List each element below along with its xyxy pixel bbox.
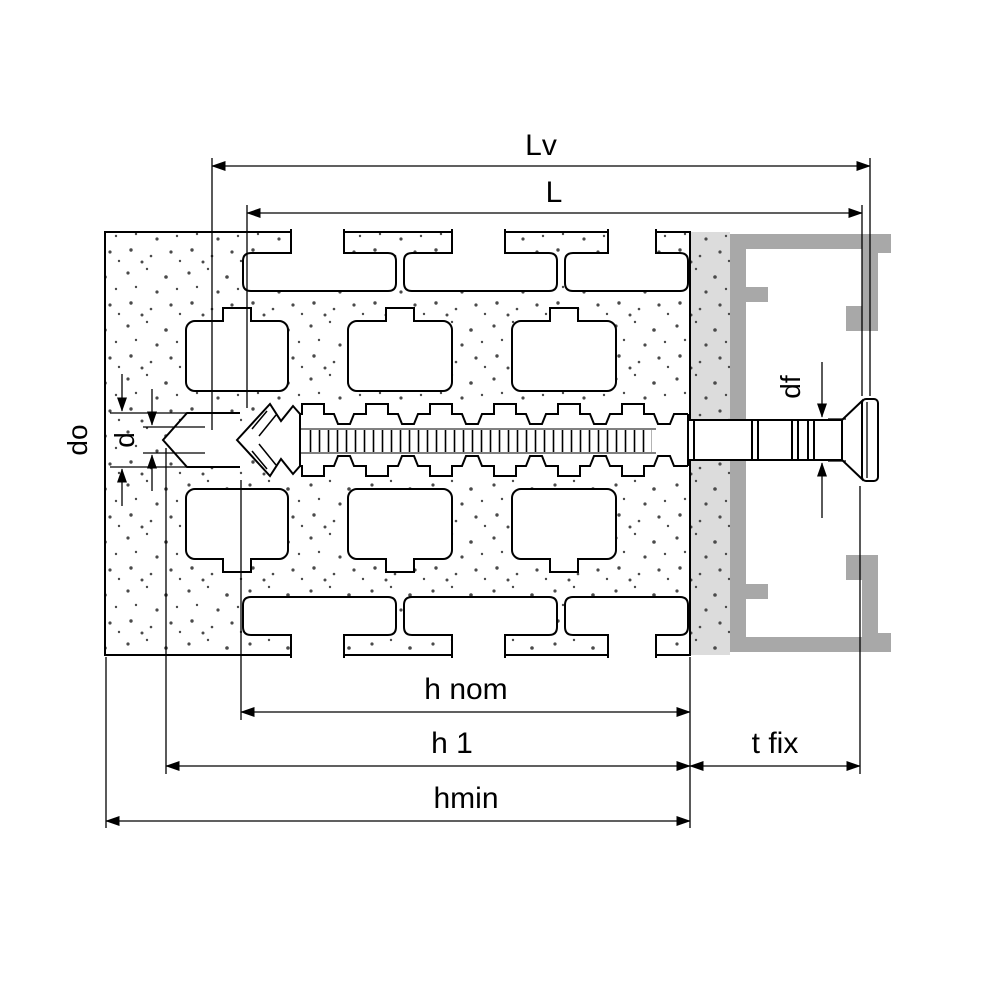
profile-flange-bottom — [730, 637, 878, 652]
profile-step-lower — [846, 555, 878, 580]
void-notch — [549, 307, 579, 322]
label-l: L — [546, 176, 563, 209]
void-notch — [385, 307, 415, 322]
void — [564, 596, 689, 658]
void-notch — [222, 307, 252, 322]
dimensions — [105, 158, 871, 828]
label-df: df — [775, 375, 806, 399]
brick-voids-top — [242, 229, 689, 292]
sleeve-fins-bottom — [290, 455, 688, 477]
profile-lip-bottom-outer — [878, 633, 891, 652]
label-hmin: hmin — [433, 782, 498, 815]
profile-lip-top-outer — [878, 234, 891, 253]
void — [403, 596, 558, 658]
sleeve-fins-top — [290, 403, 688, 425]
void — [242, 596, 397, 658]
label-tfix: t fix — [752, 727, 799, 760]
anchor-sleeve — [235, 398, 879, 482]
label-hnom: h nom — [424, 673, 507, 706]
void — [511, 320, 617, 392]
profile-right-lower — [862, 566, 878, 652]
void — [185, 488, 289, 560]
label-h1: h 1 — [431, 727, 473, 760]
void — [347, 488, 453, 560]
screw-head — [841, 398, 879, 482]
screw-tip — [235, 402, 301, 478]
profile-tab-lower — [746, 584, 768, 599]
void-notch — [549, 558, 579, 573]
void — [185, 320, 289, 392]
void — [403, 229, 558, 292]
void-notch — [222, 558, 252, 573]
sleeve-collar — [687, 414, 842, 466]
dimension-labels: Lv L h nom h 1 hmin t fix do d df — [62, 129, 806, 815]
label-do: do — [62, 424, 93, 455]
screw-shank — [300, 428, 656, 454]
profile-flange-top — [730, 234, 878, 249]
void — [511, 488, 617, 560]
brick-voids-bottom — [242, 596, 689, 658]
void — [242, 229, 397, 292]
label-lv: Lv — [525, 129, 557, 162]
void — [347, 320, 453, 392]
label-d: d — [109, 432, 140, 448]
void-notch — [385, 558, 415, 573]
profile-tab-upper — [746, 287, 768, 302]
void — [564, 229, 689, 292]
